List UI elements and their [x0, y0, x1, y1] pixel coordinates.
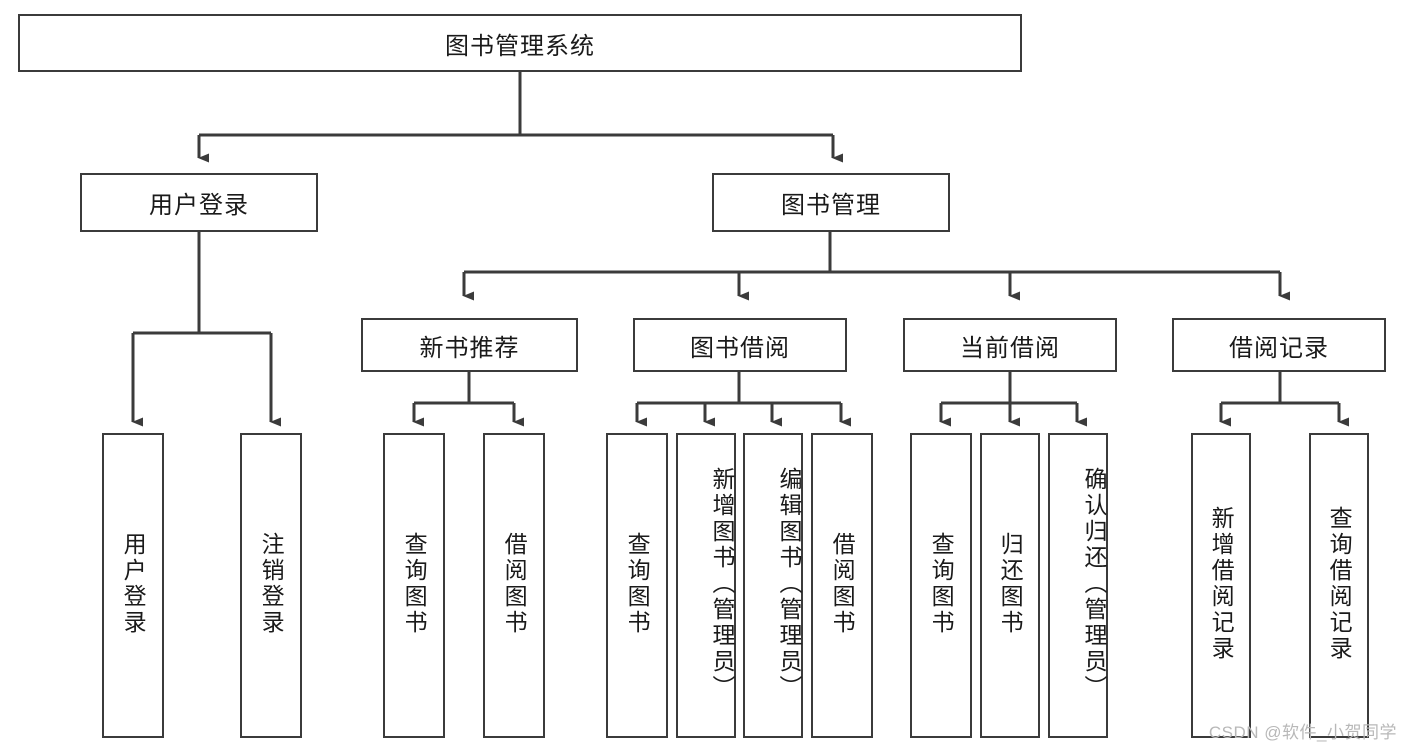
- node-current-borrow-label: 当前借阅: [960, 334, 1060, 362]
- leaf-query-book-2-label: 查询图书: [624, 531, 651, 636]
- node-book-borrow-label: 图书借阅: [690, 334, 790, 362]
- node-current-borrow[interactable]: 当前借阅: [903, 318, 1117, 372]
- node-borrow-record[interactable]: 借阅记录: [1172, 318, 1386, 372]
- node-borrow-record-label: 借阅记录: [1229, 334, 1329, 362]
- leaf-query-record-label: 查询借阅记录: [1326, 505, 1353, 662]
- leaf-borrow-book-2[interactable]: 借阅图书: [811, 433, 873, 738]
- leaf-add-book-label: 新增图书（管理员）: [709, 466, 735, 701]
- leaf-query-book-2[interactable]: 查询图书: [606, 433, 668, 738]
- leaf-return-book-label: 归还图书: [997, 531, 1024, 636]
- leaf-add-record-label: 新增借阅记录: [1208, 505, 1235, 662]
- leaf-query-book-1[interactable]: 查询图书: [383, 433, 445, 738]
- node-new-book-recommend[interactable]: 新书推荐: [361, 318, 578, 372]
- leaf-borrow-book-1[interactable]: 借阅图书: [483, 433, 545, 738]
- leaf-logout-login-label: 注销登录: [258, 531, 285, 636]
- leaf-borrow-book-1-label: 借阅图书: [501, 531, 528, 636]
- node-root-label: 图书管理系统: [445, 32, 595, 60]
- leaf-user-login-label: 用户登录: [120, 531, 147, 636]
- leaf-edit-book-label: 编辑图书（管理员）: [776, 466, 802, 701]
- leaf-query-book-3[interactable]: 查询图书: [910, 433, 972, 738]
- leaf-confirm-return-label: 确认归还（管理员）: [1081, 466, 1107, 701]
- leaf-add-book[interactable]: 新增图书（管理员）: [676, 433, 736, 738]
- node-book-borrow[interactable]: 图书借阅: [633, 318, 847, 372]
- leaf-logout-login[interactable]: 注销登录: [240, 433, 302, 738]
- leaf-user-login[interactable]: 用户登录: [102, 433, 164, 738]
- node-user-login[interactable]: 用户登录: [80, 173, 318, 232]
- leaf-borrow-book-2-label: 借阅图书: [829, 531, 856, 636]
- node-root[interactable]: 图书管理系统: [18, 14, 1022, 72]
- leaf-add-record[interactable]: 新增借阅记录: [1191, 433, 1251, 738]
- node-book-manage-label: 图书管理: [781, 192, 881, 219]
- watermark: CSDN @软件_小贺同学: [1208, 723, 1397, 742]
- leaf-query-book-3-label: 查询图书: [928, 531, 955, 636]
- leaf-return-book[interactable]: 归还图书: [980, 433, 1040, 738]
- node-user-login-label: 用户登录: [149, 192, 249, 219]
- leaf-query-book-1-label: 查询图书: [401, 531, 428, 636]
- leaf-query-record[interactable]: 查询借阅记录: [1309, 433, 1369, 738]
- node-new-book-recommend-label: 新书推荐: [419, 334, 520, 362]
- leaf-edit-book[interactable]: 编辑图书（管理员）: [743, 433, 803, 738]
- node-book-manage[interactable]: 图书管理: [712, 173, 950, 232]
- leaf-confirm-return[interactable]: 确认归还（管理员）: [1048, 433, 1108, 738]
